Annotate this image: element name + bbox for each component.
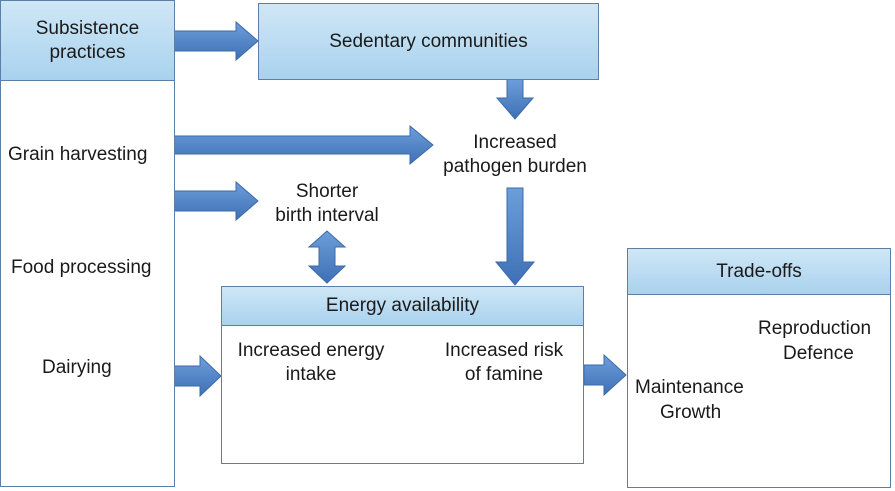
energy-intake-line1: Increased energy [237,340,385,361]
item-dairying: Dairying [42,357,112,378]
sedentary-communities-box: Sedentary communities [258,3,599,80]
pathogen-line1: Increased [473,132,557,153]
subsistence-header-label: Subsistence practices [35,17,140,63]
arrow-birth-energy-double [307,230,347,284]
item-grain-harvesting: Grain harvesting [8,144,148,165]
famine-risk-line2: of famine [464,364,544,385]
energy-intake-line2: intake [285,364,337,385]
arrow-grain-to-pathogen [173,124,434,166]
tradeoffs-growth: Growth [660,402,722,423]
arrow-grain-to-birth-interval [173,180,259,222]
birth-interval-text: Shorter birth interval [252,180,402,228]
subsistence-header: Subsistence practices [0,0,175,81]
tradeoffs-header: Trade-offs [627,248,891,295]
energy-availability-header: Energy availability [221,286,584,326]
energy-intake-text: Increased energy intake [226,339,396,387]
tradeoffs-maintenance: Maintenance [635,377,744,398]
famine-risk-line1: Increased risk [444,340,564,361]
arrow-sedentary-to-pathogen [495,78,535,120]
tradeoffs-defence: Defence [783,343,854,364]
energy-availability-label: Energy availability [325,295,480,316]
tradeoffs-reproduction: Reproduction [758,318,872,339]
arrow-energy-to-tradeoffs [583,353,627,397]
pathogen-line2: pathogen burden [443,156,587,177]
pathogen-burden-text: Increased pathogen burden [420,131,610,179]
birth-interval-line2: birth interval [275,205,379,226]
birth-interval-line1: Shorter [295,181,359,202]
famine-risk-text: Increased risk of famine [436,339,572,387]
tradeoffs-label: Trade-offs [716,260,802,282]
subsistence-column [0,0,175,487]
arrow-dairying-to-energy [173,354,222,398]
item-food-processing: Food processing [11,257,152,278]
arrow-pathogen-to-energy [494,187,536,286]
sedentary-communities-label: Sedentary communities [329,30,528,52]
arrow-subsistence-to-sedentary [173,20,259,62]
